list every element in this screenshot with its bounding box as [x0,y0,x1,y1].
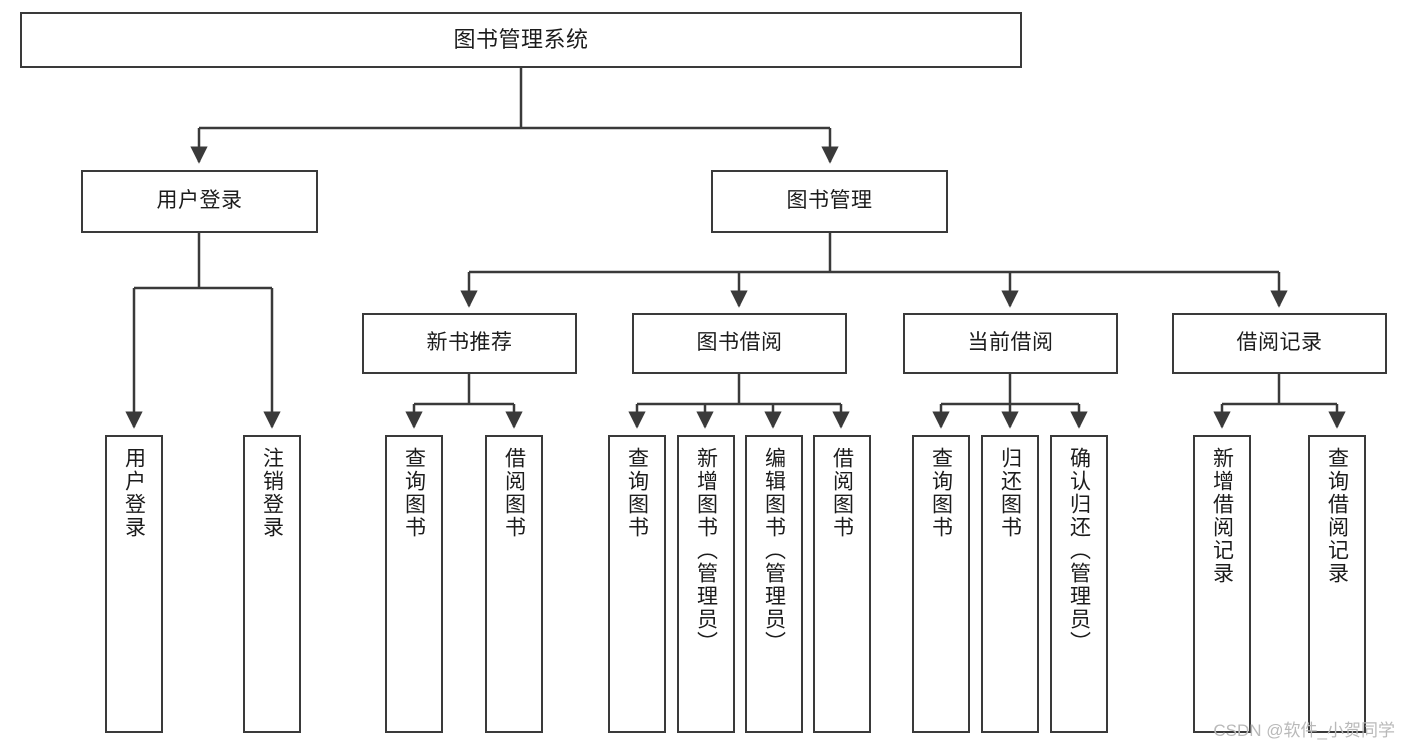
node-leaf-borrow-book-1[interactable]: 借阅图书 [485,435,543,733]
node-leaf-borrow-book-2-label: 借阅图书 [830,447,854,539]
node-new-book-recommend-label: 新书推荐 [426,331,513,355]
node-current-borrow-label: 当前借阅 [967,331,1054,355]
node-new-book-recommend[interactable]: 新书推荐 [362,313,577,374]
node-borrow-record-label: 借阅记录 [1236,331,1323,355]
node-leaf-logout-login-label: 注销登录 [260,447,284,539]
node-leaf-edit-book-label: 编辑图书（管理员） [762,447,786,654]
node-leaf-add-book[interactable]: 新增图书（管理员） [677,435,735,733]
node-leaf-borrow-book-1-label: 借阅图书 [502,447,526,539]
node-leaf-query-book-2[interactable]: 查询图书 [608,435,666,733]
node-leaf-query-book-3-label: 查询图书 [929,447,953,539]
node-current-borrow[interactable]: 当前借阅 [903,313,1118,374]
node-user-login[interactable]: 用户登录 [81,170,318,233]
node-leaf-query-book-1[interactable]: 查询图书 [385,435,443,733]
node-book-manage[interactable]: 图书管理 [711,170,948,233]
node-leaf-user-login[interactable]: 用户登录 [105,435,163,733]
node-leaf-add-book-label: 新增图书（管理员） [694,447,718,654]
node-leaf-return-book[interactable]: 归还图书 [981,435,1039,733]
node-leaf-query-book-3[interactable]: 查询图书 [912,435,970,733]
node-root-label: 图书管理系统 [453,27,589,53]
node-root[interactable]: 图书管理系统 [20,12,1022,68]
node-leaf-query-record-label: 查询借阅记录 [1325,447,1349,585]
csdn-watermark: CSDN @软件_小贺同学 [1213,721,1395,740]
node-leaf-query-book-2-label: 查询图书 [625,447,649,539]
node-book-borrow-label: 图书借阅 [696,331,783,355]
node-book-borrow[interactable]: 图书借阅 [632,313,847,374]
node-leaf-user-login-label: 用户登录 [122,447,146,539]
node-borrow-record[interactable]: 借阅记录 [1172,313,1387,374]
node-user-login-label: 用户登录 [156,189,243,213]
node-leaf-query-record[interactable]: 查询借阅记录 [1308,435,1366,733]
node-leaf-edit-book[interactable]: 编辑图书（管理员） [745,435,803,733]
node-leaf-confirm-return-label: 确认归还（管理员） [1067,447,1091,654]
node-leaf-add-record[interactable]: 新增借阅记录 [1193,435,1251,733]
node-leaf-return-book-label: 归还图书 [998,447,1022,539]
node-book-manage-label: 图书管理 [786,189,873,213]
node-leaf-borrow-book-2[interactable]: 借阅图书 [813,435,871,733]
node-leaf-logout-login[interactable]: 注销登录 [243,435,301,733]
node-leaf-query-book-1-label: 查询图书 [402,447,426,539]
node-leaf-confirm-return[interactable]: 确认归还（管理员） [1050,435,1108,733]
node-leaf-add-record-label: 新增借阅记录 [1210,447,1234,585]
